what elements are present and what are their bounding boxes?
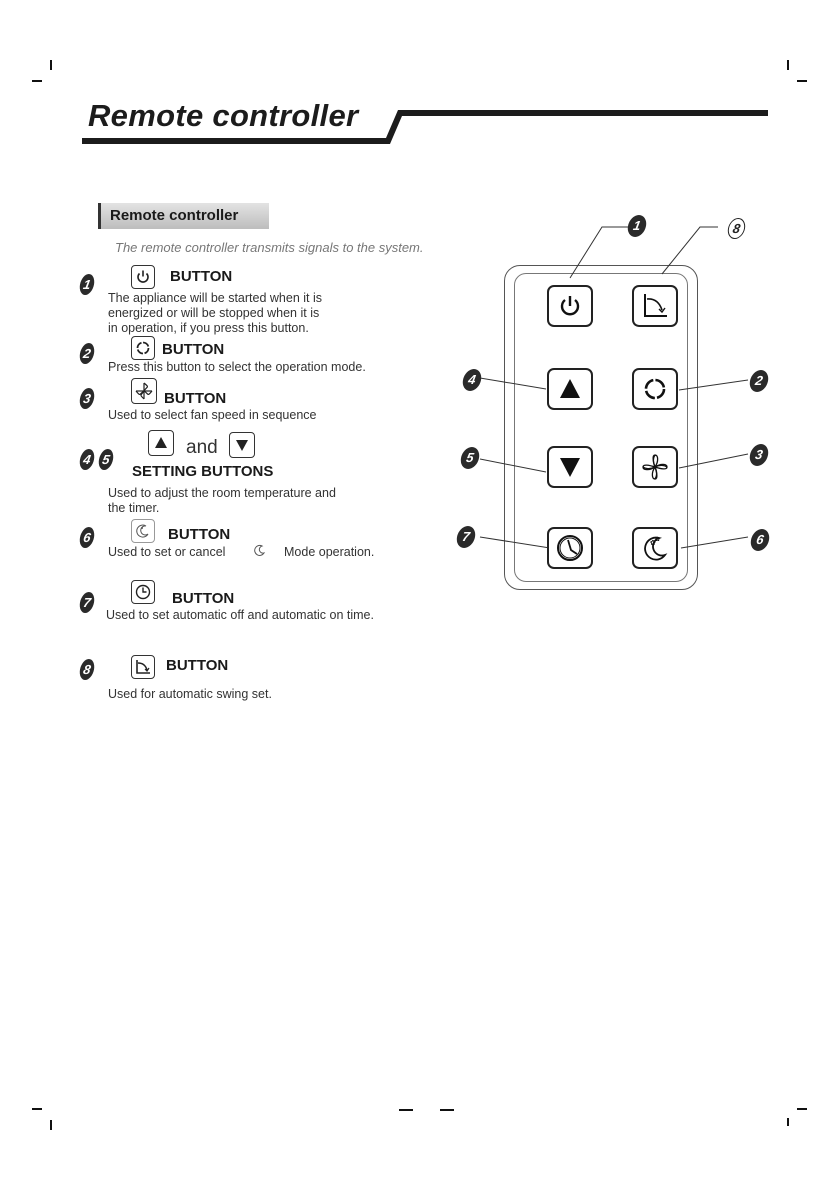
item-label: SETTING BUTTONS <box>132 463 274 480</box>
crop-mark-bc-2 <box>440 1109 454 1111</box>
header-rule <box>82 110 768 144</box>
remote-timer-button[interactable] <box>547 527 593 569</box>
swing-icon <box>131 655 155 679</box>
item-desc-line: in operation, if you press this button. <box>108 321 309 335</box>
and-text: and <box>186 437 218 458</box>
remote-down-button[interactable] <box>547 446 593 488</box>
item-desc-line: Press this button to select the operatio… <box>108 360 366 374</box>
mode-icon <box>131 336 155 360</box>
intro-text: The remote controller transmits signals … <box>115 240 424 255</box>
item-number: 6 <box>78 527 96 548</box>
crop-mark-bl-h <box>32 1108 42 1110</box>
remote-mode-button[interactable] <box>632 368 678 410</box>
crop-mark-tr-h <box>797 80 807 82</box>
remote-body <box>504 265 698 590</box>
sleep-icon <box>131 519 155 543</box>
crop-mark-tl-v <box>50 60 52 70</box>
section-tag: Remote controller <box>98 203 269 229</box>
crop-mark-br-v <box>787 1118 789 1126</box>
item-desc-line: Used to set automatic off and automatic … <box>106 608 374 622</box>
item-label: BUTTON <box>166 657 229 674</box>
item-desc-line: the timer. <box>108 501 160 515</box>
item-number: 5 <box>97 449 115 470</box>
item-number: 7 <box>78 592 96 613</box>
item-desc-line: Mode operation. <box>284 545 375 559</box>
item-label: BUTTON <box>170 268 233 285</box>
section-tag-label: Remote controller <box>110 207 239 224</box>
crop-mark-tr-v <box>787 60 789 70</box>
callout-lines <box>479 226 749 549</box>
sleep-icon <box>254 544 266 556</box>
crop-mark-bl-v <box>50 1120 52 1130</box>
item-desc-line: Used for automatic swing set. <box>108 687 272 701</box>
item-label: BUTTON <box>164 390 227 407</box>
crop-mark-tl-h <box>32 80 42 82</box>
down-arrow-icon <box>229 432 255 458</box>
item-number: 2 <box>78 343 96 364</box>
crop-mark-bc-1 <box>399 1109 413 1111</box>
remote-swing-button[interactable] <box>632 285 678 327</box>
remote-fan-button[interactable] <box>632 446 678 488</box>
item-number: 4 <box>78 449 96 470</box>
page-title: Remote controller <box>88 98 359 133</box>
svg-text:✿: ✿ <box>650 539 656 547</box>
remote-inner-outline <box>514 273 688 582</box>
fan-icon <box>131 378 157 404</box>
item-desc-line: Used to set or cancel <box>108 545 226 559</box>
up-arrow-icon <box>148 430 174 456</box>
item-label: BUTTON <box>162 341 225 358</box>
timer-icon <box>131 580 155 604</box>
item-desc-line: energized or will be stopped when it is <box>108 306 320 320</box>
item-label: BUTTON <box>172 590 235 607</box>
crop-mark-br-h <box>797 1108 807 1110</box>
remote-power-button[interactable] <box>547 285 593 327</box>
item-label: BUTTON <box>168 526 231 543</box>
item-number: 8 <box>78 659 96 680</box>
item-number: 3 <box>78 388 96 409</box>
item-desc-line: Used to adjust the room temperature and <box>108 486 336 500</box>
svg-text:✿: ✿ <box>655 536 660 543</box>
power-icon <box>131 265 155 289</box>
remote-sleep-button[interactable]: ✿✿ <box>632 527 678 569</box>
item-desc-line: Used to select fan speed in sequence <box>108 408 317 422</box>
item-number: 1 <box>78 274 96 295</box>
item-desc-line: The appliance will be started when it is <box>108 291 323 305</box>
remote-up-button[interactable] <box>547 368 593 410</box>
